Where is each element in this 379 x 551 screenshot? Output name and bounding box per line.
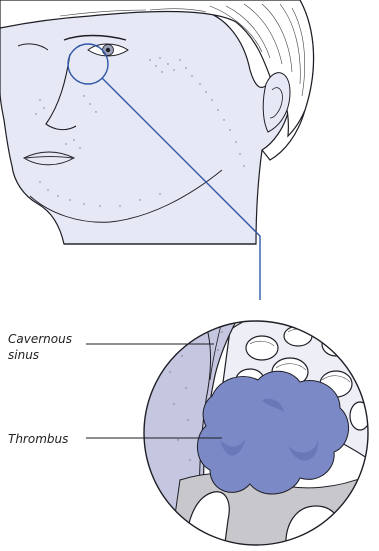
cavernous-sinus-label-line1: Cavernous — [8, 331, 72, 347]
head-illustration — [0, 0, 314, 244]
cavernous-sinus-label-line2: sinus — [8, 347, 72, 363]
cavernous-sinus-label: Cavernous sinus — [8, 331, 72, 363]
thrombus-label: Thrombus — [8, 431, 68, 447]
face-and-neck — [0, 6, 291, 245]
